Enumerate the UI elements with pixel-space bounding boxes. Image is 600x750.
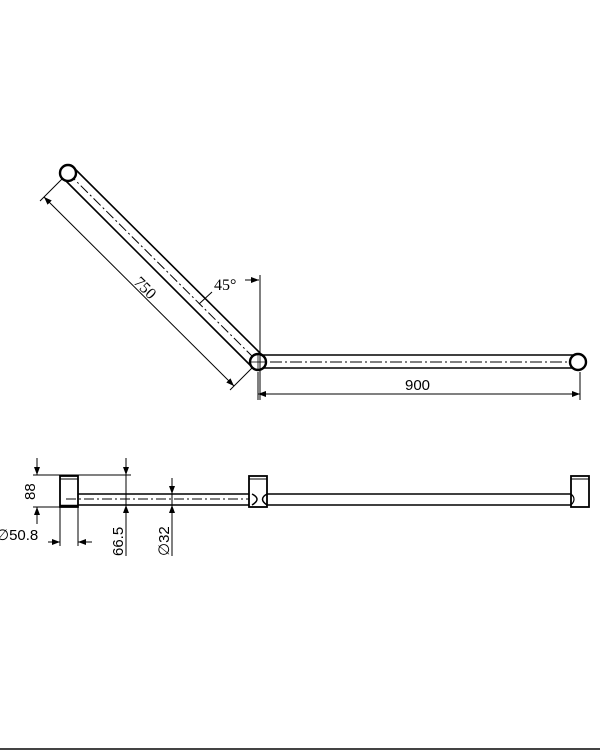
end-flange-left	[58, 163, 78, 183]
label-900: 900	[405, 377, 430, 394]
label-45-deg: 45°	[214, 277, 236, 294]
bottom-border	[0, 748, 600, 750]
label-750: 750	[130, 274, 159, 303]
flange-right	[570, 475, 590, 508]
label-50-8: ∅50.8	[0, 527, 38, 544]
dimension-angle	[198, 275, 261, 400]
label-32: ∅32	[156, 526, 173, 556]
dimension-50-8	[48, 507, 92, 546]
dimension-88	[33, 458, 131, 524]
top-view	[39, 163, 588, 400]
flange-middle	[248, 475, 268, 508]
flange-left	[59, 475, 79, 508]
side-view	[33, 458, 590, 556]
dimension-900	[257, 372, 581, 400]
angled-tube	[62, 165, 265, 369]
straight-tube	[250, 354, 586, 369]
end-flange-right	[568, 352, 588, 372]
label-66-5: 66.5	[110, 527, 127, 556]
dimension-750	[39, 178, 253, 391]
label-88: 88	[22, 483, 39, 500]
